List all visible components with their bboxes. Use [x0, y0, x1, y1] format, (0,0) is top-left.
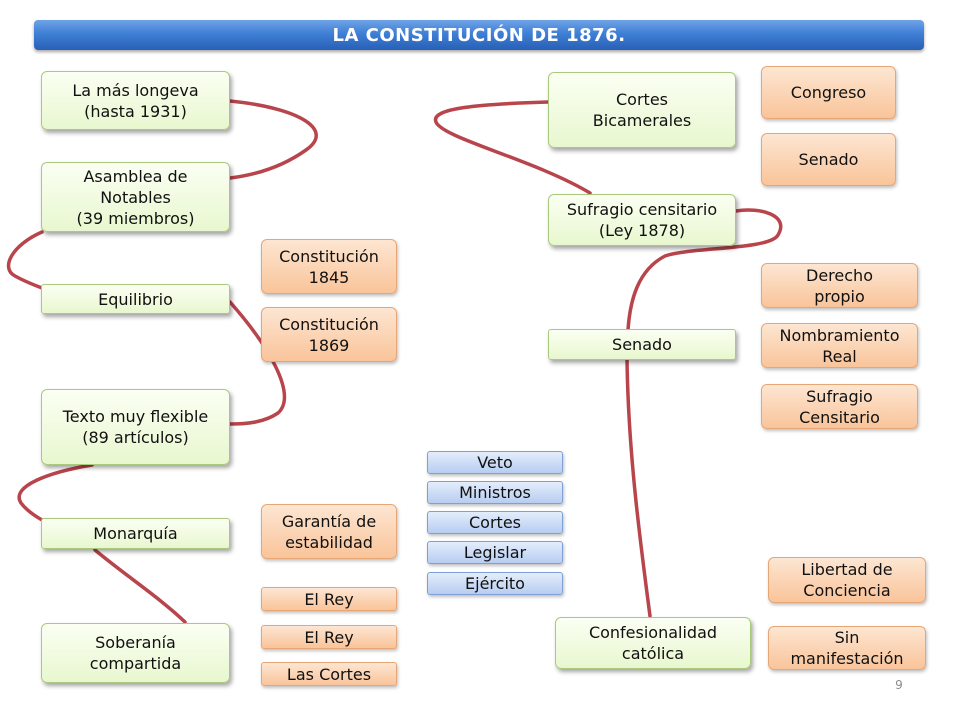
- note-el-rey-2: El Rey: [261, 625, 397, 649]
- connector-monarquia-soberania: [93, 548, 187, 624]
- connector-equilibrio-texto: [228, 300, 287, 426]
- connector-sufragio-senado: [626, 208, 783, 332]
- note-derecho-propio: Derecho propio: [761, 263, 918, 308]
- node-soberania-compartida: Soberanía compartida: [41, 623, 230, 683]
- node-monarquia: Monarquía: [41, 518, 230, 549]
- note-constitucion-1869: Constitución 1869: [261, 307, 397, 362]
- note-congreso: Congreso: [761, 66, 896, 119]
- note-constitucion-1845: Constitución 1845: [261, 239, 397, 294]
- page-number: 9: [895, 678, 903, 692]
- power-ministros: Ministros: [427, 481, 563, 504]
- node-equilibrio: Equilibrio: [41, 284, 230, 314]
- connector-texto-monarquia: [17, 463, 94, 522]
- note-el-rey-1: El Rey: [261, 587, 397, 611]
- note-garantia-de-estabilidad: Garantía de estabilidad: [261, 504, 397, 559]
- note-las-cortes: Las Cortes: [261, 662, 397, 686]
- node-confesionalidad-catolica: Confesionalidad católica: [555, 617, 751, 669]
- node-texto-muy-flexible: Texto muy flexible (89 artículos): [41, 389, 230, 465]
- note-nombramiento-real: Nombramiento Real: [761, 323, 918, 368]
- node-asamblea-de-notables: Asamblea de Notables (39 miembros): [41, 162, 230, 232]
- node-sufragio-censitario: Sufragio censitario (Ley 1878): [548, 194, 736, 246]
- power-legislar: Legislar: [427, 541, 563, 564]
- note-libertad-de-conciencia: Libertad de Conciencia: [768, 557, 926, 603]
- power-cortes: Cortes: [427, 511, 563, 534]
- slide-title: LA CONSTITUCIÓN DE 1876.: [34, 20, 924, 50]
- node-senado: Senado: [548, 329, 736, 360]
- connector-cortes-sufragio: [433, 100, 592, 195]
- power-veto: Veto: [427, 451, 563, 474]
- power-ejercito: Ejército: [427, 572, 563, 595]
- node-la-mas-longeva: La más longeva (hasta 1931): [41, 71, 230, 130]
- node-cortes-bicamerales: Cortes Bicamerales: [548, 72, 736, 148]
- note-sufragio-censitario: Sufragio Censitario: [761, 384, 918, 429]
- note-senado: Senado: [761, 133, 896, 186]
- connector-longeva-asamblea: [228, 99, 318, 180]
- connector-senado-confesionalidad: [625, 356, 652, 618]
- note-sin-manifestacion: Sin manifestación: [768, 626, 926, 670]
- connector-asamblea-equilibrio: [6, 230, 44, 290]
